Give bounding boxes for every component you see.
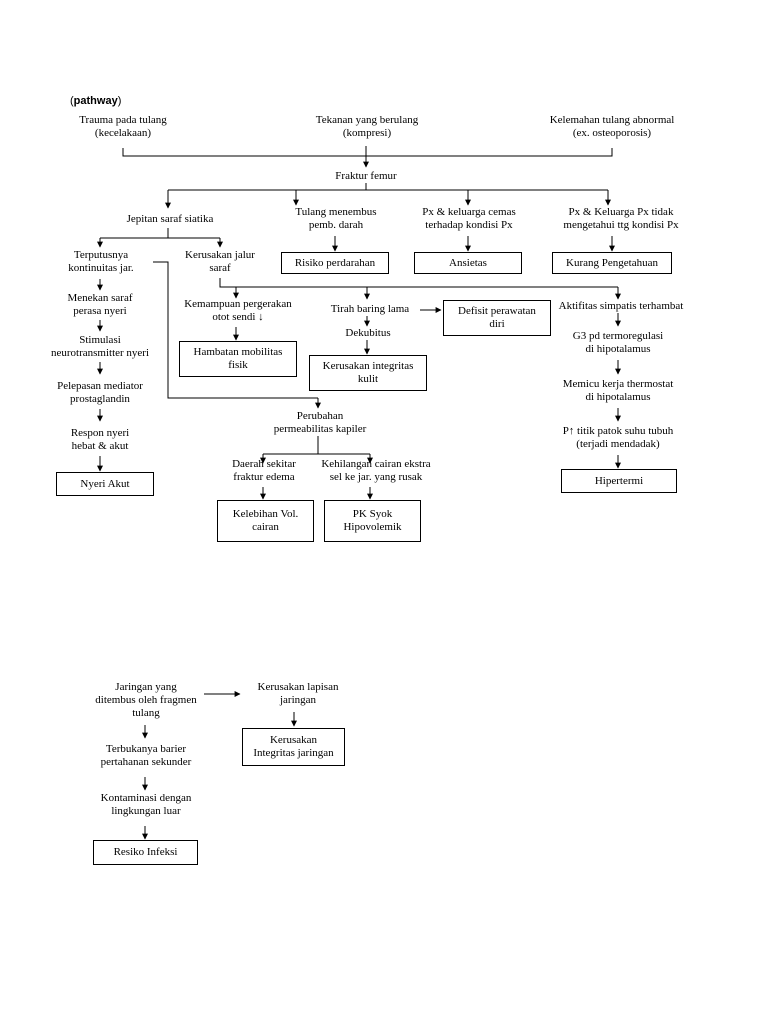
- hipertermi-box: Hipertermi: [561, 469, 677, 493]
- hambatan-box: Hambatan mobilitas fisik: [179, 341, 297, 377]
- stimulasi-node: Stimulasi neurotransmitter nyeri: [50, 334, 150, 359]
- jepitan-saraf: Jepitan saraf siatika: [126, 213, 214, 225]
- kerusakan-lapisan-node: Kerusakan lapisan jaringan: [257, 681, 339, 706]
- fraktur-femur: Fraktur femur: [335, 170, 397, 182]
- cause-trauma: Trauma pada tulang (kecelakaan): [79, 114, 167, 139]
- kerusakan-kulit-box: Kerusakan integritas kulit: [309, 355, 427, 391]
- kemampuan-node: Kemampuan pergerakan otot sendi ↓: [184, 298, 292, 323]
- kerusakan-integritas-box: Kerusakan Integritas jaringan: [242, 728, 345, 766]
- ansietas-box: Ansietas: [414, 252, 522, 274]
- respon-node: Respon nyeri hebat & akut: [70, 427, 130, 452]
- px-cemas: Px & keluarga cemas terhadap kondisi Px: [422, 206, 516, 231]
- pelepasan-node: Pelepasan mediator prostaglandin: [57, 380, 143, 405]
- memicu-node: Memicu kerja thermostat di hipotalamus: [562, 378, 674, 403]
- g3-node: G3 pd termoregulasi di hipotalamus: [572, 330, 664, 355]
- jaringan-node: Jaringan yang ditembus oleh fragmen tula…: [95, 681, 197, 719]
- perubahan-node: Perubahan permeabilitas kapiler: [273, 410, 367, 435]
- tirah-node: Tirah baring lama: [330, 303, 410, 315]
- resiko-infeksi-box: Resiko Infeksi: [93, 840, 198, 865]
- menekan-node: Menekan saraf perasa nyeri: [67, 292, 133, 317]
- daerah-node: Daerah sekitar fraktur edema: [232, 458, 296, 483]
- kelebihan-box: Kelebihan Vol. cairan: [217, 500, 314, 542]
- dekubitus-node: Dekubitus: [345, 327, 391, 339]
- defisit-box: Defisit perawatan diri: [443, 300, 551, 336]
- kontaminasi-node: Kontaminasi dengan lingkungan luar: [100, 792, 192, 817]
- kurang-pengetahuan-box: Kurang Pengetahuan: [552, 252, 672, 274]
- tulang-menembus: Tulang menembus pemb. darah: [295, 206, 377, 231]
- kehilangan-node: Kehilangan cairan ekstra sel ke jar. yan…: [321, 458, 431, 483]
- pk-syok-box: PK Syok Hipovolemik: [324, 500, 421, 542]
- cause-kelemahan: Kelemahan tulang abnormal (ex. osteoporo…: [549, 114, 675, 139]
- terbukanya-node: Terbukanya barier pertahanan sekunder: [100, 743, 192, 768]
- cause-tekanan: Tekanan yang berulang (kompresi): [315, 114, 419, 139]
- pathway-title: (pathway): [70, 95, 122, 107]
- risiko-perdarahan-box: Risiko perdarahan: [281, 252, 389, 274]
- nyeri-akut-box: Nyeri Akut: [56, 472, 154, 496]
- px-tidak-tahu: Px & Keluarga Px tidak mengetahui ttg ko…: [563, 206, 679, 231]
- p-titik-node: P↑ titik patok suhu tubuh (terjadi menda…: [562, 425, 674, 450]
- aktifitas-node: Aktifitas simpatis terhambat: [558, 300, 684, 312]
- kerusakan-jalur-node: Kerusakan jalur saraf: [185, 249, 255, 274]
- terputusnya-node: Terputusnya kontinuitas jar.: [68, 249, 134, 274]
